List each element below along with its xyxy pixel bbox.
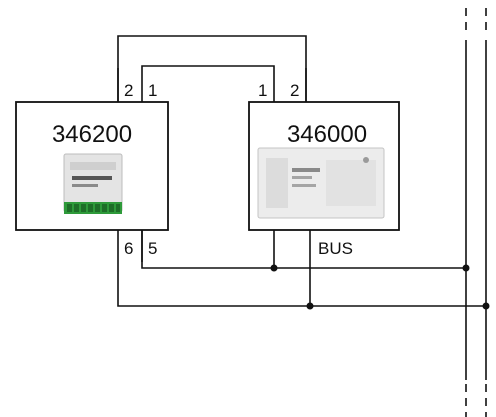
device-346000-image <box>257 147 385 219</box>
junction-dot <box>306 302 314 310</box>
terminal-label-right-2: 2 <box>290 81 299 100</box>
device-346200-label: 346200 <box>52 121 132 148</box>
device-346000-label: 346000 <box>287 121 367 148</box>
wire-terminal-1-loop <box>141 65 275 102</box>
junction-dot <box>270 264 278 272</box>
terminal-label-left-5: 5 <box>148 239 157 258</box>
junction-dot <box>462 264 470 272</box>
bus-label: BUS <box>318 239 353 258</box>
terminal-label-left-1: 1 <box>148 81 157 100</box>
wire-terminal-5 <box>141 230 466 269</box>
wire-terminal-2-loop <box>117 35 307 102</box>
terminal-label-left-6: 6 <box>124 239 133 258</box>
wire-terminal-6 <box>117 230 486 307</box>
terminal-label-right-1: 1 <box>258 81 267 100</box>
junction-dot <box>482 302 490 310</box>
terminal-label-left-2: 2 <box>124 81 133 100</box>
device-346200-image <box>63 153 123 214</box>
